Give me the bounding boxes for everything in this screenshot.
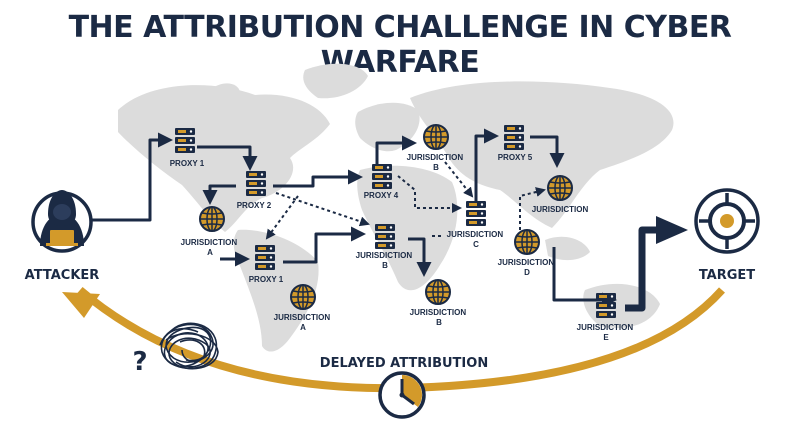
tangle-scribble-icon: [159, 322, 219, 370]
proxy-2-server-icon: [246, 171, 266, 196]
target-label: TARGET: [699, 268, 755, 283]
jurisdiction-right-globe-icon: [547, 175, 573, 201]
jurisdiction-b-bottom-label: JURISDICTION B: [410, 308, 469, 327]
attacker-icon: [31, 190, 93, 253]
jurisdiction-right-label: JURISDICTION: [532, 205, 589, 214]
target-icon: [694, 188, 760, 254]
question-mark: ?: [132, 347, 147, 377]
delayed-attribution-label: DELAYED ATTRIBUTION: [320, 356, 488, 371]
proxy-1-top-server-icon: [175, 128, 195, 153]
jurisdiction-b-mid-label: JURISDICTION B: [356, 251, 415, 270]
clock-icon: [378, 371, 426, 419]
proxy-5-label: PROXY 5: [498, 153, 533, 162]
proxy-1-bottom-label: PROXY 1: [249, 275, 284, 284]
page-title: THE ATTRIBUTION CHALLENGE IN CYBER WARFA…: [68, 10, 732, 80]
arc-arrowhead: [62, 292, 100, 318]
proxy-1-top-label: PROXY 1: [170, 159, 205, 168]
attack-path-solid: [88, 128, 617, 308]
jurisdiction-b-bottom-globe-icon: [425, 279, 451, 305]
jurisdiction-b-top-globe-icon: [423, 124, 449, 150]
proxy-2-label: PROXY 2: [237, 201, 272, 210]
jurisdiction-a-bottom-globe-icon: [290, 284, 316, 310]
proxy-4-label: PROXY 4: [364, 191, 399, 200]
jurisdiction-e-label: JURISDICTION E: [577, 323, 636, 342]
attacker-label: ATTACKER: [25, 268, 100, 283]
jurisdiction-d-label: JURISDICTION D: [498, 258, 557, 277]
jurisdiction-a-left-label: JURISDICTION A: [181, 238, 240, 257]
final-arrowhead: [656, 216, 688, 244]
proxy-1-bottom-server-icon: [255, 245, 275, 270]
jurisdiction-c-label: JURISDICTION C: [447, 230, 506, 249]
proxy-4-server-icon: [372, 164, 392, 189]
jurisdiction-a-bottom-label: JURISDICTION A: [274, 313, 333, 332]
jurisdiction-e-server-icon: [596, 293, 616, 318]
jurisdiction-b-mid-server-icon: [375, 224, 395, 249]
jurisdiction-c-server-icon: [466, 201, 486, 226]
world-map-background: [118, 63, 674, 352]
attack-path-dotted: [265, 161, 546, 240]
jurisdiction-b-top-label: JURISDICTION B: [407, 153, 466, 172]
final-arrow-to-target: [625, 226, 660, 312]
jurisdiction-a-left-globe-icon: [199, 206, 225, 232]
jurisdiction-d-globe-icon: [514, 229, 540, 255]
proxy-5-server-icon: [504, 125, 524, 150]
